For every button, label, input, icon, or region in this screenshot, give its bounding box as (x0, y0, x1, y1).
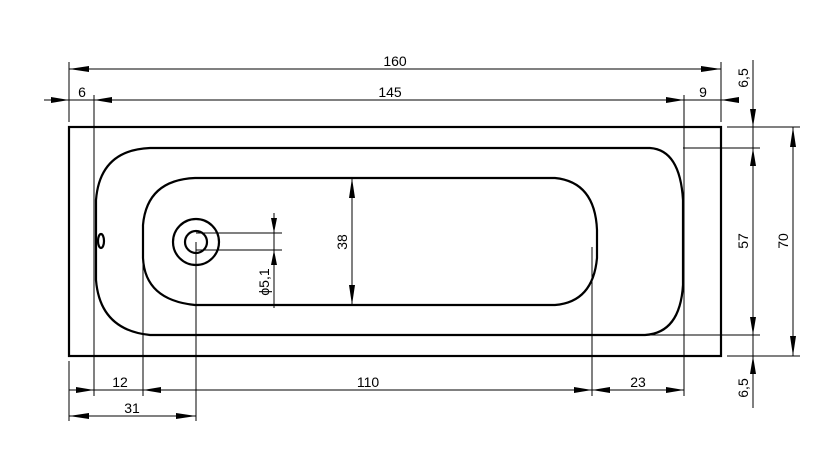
overflow-hole (96, 232, 106, 250)
inner-rim (94, 146, 685, 337)
dim-inner-length: 145 (378, 84, 402, 100)
dim-overall-length: 160 (383, 53, 407, 69)
dim-top-margin: 6,5 (735, 68, 751, 88)
tub-outline (67, 125, 723, 358)
outer-rim (67, 125, 723, 358)
dim-bottom-margin: 6,5 (735, 378, 751, 398)
dim-drain-offset: 31 (124, 400, 140, 416)
dim-basin-width: 38 (334, 234, 350, 250)
dim-overall-width: 70 (775, 233, 791, 249)
dim-bottom-left: 12 (112, 374, 128, 390)
dim-bottom-middle: 110 (357, 374, 380, 390)
dim-right-offset: 9 (699, 84, 707, 100)
basin (141, 176, 599, 307)
dim-left-offset: 6 (78, 84, 86, 100)
dim-bottom-right: 23 (630, 374, 646, 390)
dimension-lines (44, 60, 796, 419)
extension-lines (68, 62, 800, 421)
dim-rim-width: 57 (735, 233, 751, 249)
dimension-labels: 160 145 6 9 6,5 57 70 6,5 38 ϕ5,1 12 110… (78, 53, 791, 416)
dim-drain-diameter: ϕ5,1 (256, 268, 272, 296)
